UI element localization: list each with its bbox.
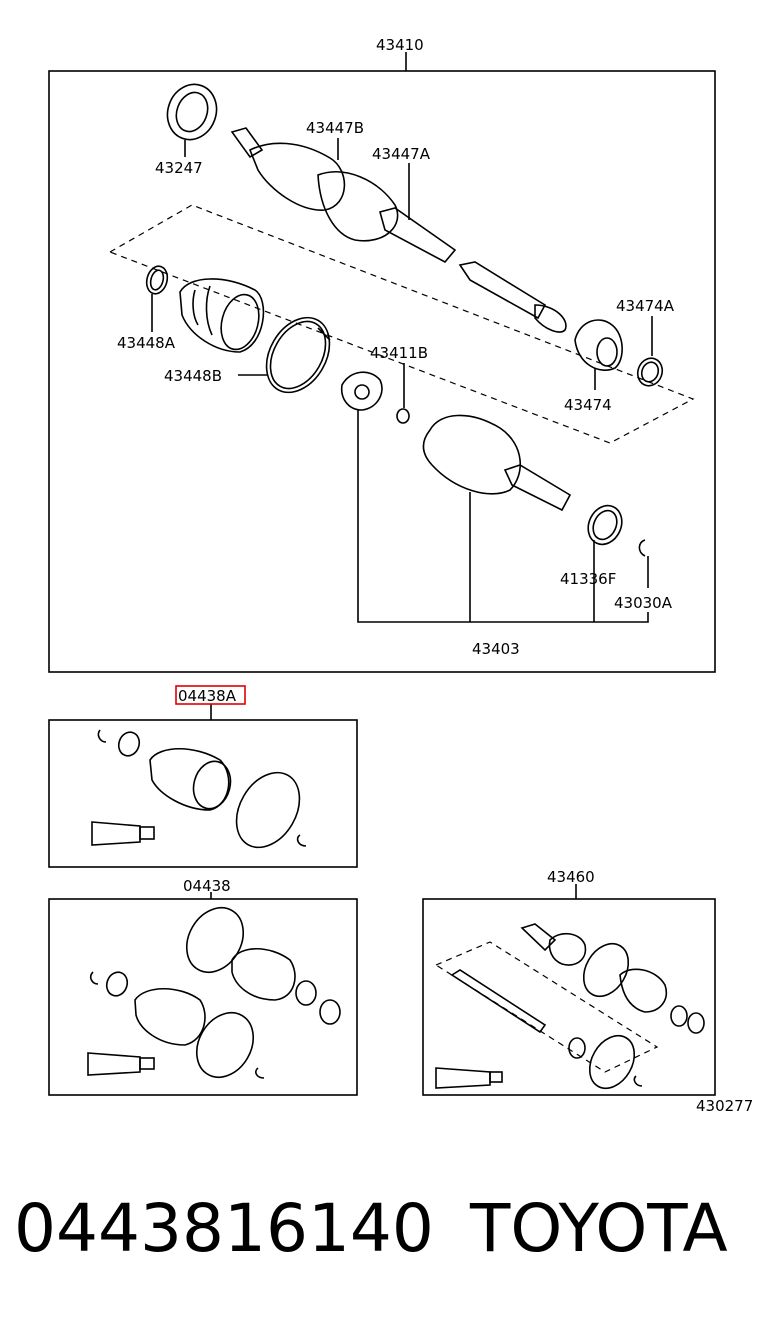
label-43448B: 43448B xyxy=(164,367,222,385)
clamp-43448B-part xyxy=(238,316,331,394)
ring-43474A-part xyxy=(636,316,664,387)
brand-name: TOYOTA xyxy=(470,1190,728,1267)
label-43447A: 43447A xyxy=(372,145,431,163)
clamp-43448A-part xyxy=(145,265,169,332)
label-43474: 43474 xyxy=(564,396,612,414)
kit-43460-frame xyxy=(422,898,716,1096)
ring-43247-part xyxy=(166,83,218,157)
label-43447B: 43447B xyxy=(306,119,364,137)
parts-diagram: 43410 43247 43447B 43447A 43448A 43448B … xyxy=(48,36,753,1115)
part-number: 0443816140 xyxy=(14,1190,434,1267)
label-43474A: 43474A xyxy=(616,297,675,315)
inner-joint-dashed-box xyxy=(108,204,695,444)
label-43410: 43410 xyxy=(376,36,424,54)
outer-joint-shaft-part xyxy=(230,127,567,333)
label-04438A: 04438A xyxy=(178,687,237,705)
kit-04438-parts xyxy=(87,907,341,1079)
label-43030A: 43030A xyxy=(614,594,673,612)
label-43403: 43403 xyxy=(472,640,520,658)
seal-41336F-part xyxy=(587,504,623,546)
kit-04438A-parts xyxy=(91,729,307,849)
kit-43460-dashed-box xyxy=(434,941,659,1073)
kit-04438-frame xyxy=(48,898,358,1096)
bearing-43474-part xyxy=(574,319,623,390)
inner-boot-part xyxy=(179,278,265,353)
label-41336F: 41336F xyxy=(560,570,616,588)
label-43448A: 43448A xyxy=(117,334,176,352)
label-43247: 43247 xyxy=(155,159,203,177)
inner-joint-housing-part xyxy=(422,414,572,622)
part-footer: 0443816140 TOYOTA xyxy=(0,1180,760,1290)
label-04438: 04438 xyxy=(183,877,231,895)
clip-43030A-part xyxy=(638,539,646,557)
main-assembly-frame xyxy=(48,70,716,673)
label-43460: 43460 xyxy=(547,868,595,886)
label-43411B: 43411B xyxy=(370,344,428,362)
kit-04438A-highlight xyxy=(175,685,246,705)
kit-43460-parts xyxy=(435,923,705,1090)
spider-43411B-part xyxy=(340,363,410,424)
label-ref-430277: 430277 xyxy=(696,1097,753,1115)
kit-04438A-frame xyxy=(48,719,358,868)
